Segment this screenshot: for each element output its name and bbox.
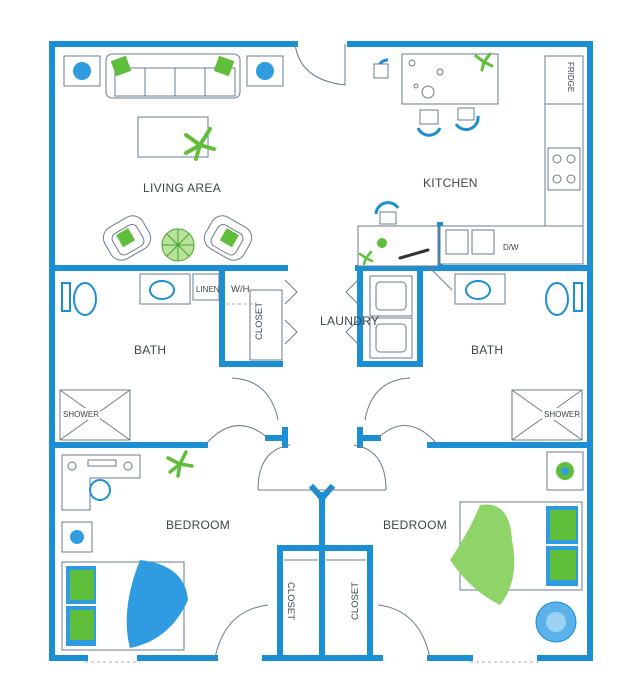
plant-icon — [358, 250, 374, 266]
kitchen-label: KITCHEN — [423, 176, 478, 190]
armchair-left — [102, 215, 152, 261]
laundry-fixtures — [369, 275, 413, 359]
closet-left-label: CLOSET — [285, 582, 296, 620]
ottoman — [161, 228, 195, 262]
shower-right-label: SHOWER — [544, 410, 580, 419]
living-area-label: LIVING AREA — [143, 181, 221, 195]
fridge-label: FRIDGE — [566, 62, 575, 92]
bedroom-right-furniture — [450, 451, 584, 643]
closet-hall-label: CLOSET — [254, 302, 265, 340]
doors — [85, 43, 540, 663]
laundry-label: LAUNDRY — [320, 314, 379, 328]
bedroom-left-furniture — [61, 450, 194, 651]
living-area-furniture — [63, 53, 284, 262]
bedroom-left-label: BEDROOM — [166, 518, 230, 532]
plant-icon — [474, 52, 494, 72]
bath-right-label: BATH — [471, 343, 503, 357]
lamp-icon — [256, 62, 274, 80]
dishwasher-label: D/W — [503, 243, 519, 252]
walls — [49, 41, 593, 661]
water-heater-label: W/H — [231, 284, 250, 295]
pillow-icon — [213, 55, 235, 77]
lamp-icon — [73, 62, 91, 80]
pillow-icon — [110, 55, 132, 77]
closets: CLOSET CLOSET — [284, 559, 366, 620]
bath-left-label: BATH — [134, 343, 166, 357]
bedroom-right-label: BEDROOM — [383, 518, 447, 532]
kitchen-furniture: FRIDGE D/W — [357, 52, 584, 267]
room-labels: LIVING AREA KITCHEN BATH LAUNDRY BATH BE… — [134, 176, 503, 532]
closet-right-label: CLOSET — [350, 582, 361, 620]
plant-icon — [184, 127, 216, 161]
armchair-right — [203, 215, 253, 261]
plant-icon — [166, 450, 194, 478]
bath-left-fixtures: LINEN W/H CLOSET SHOWER — [59, 273, 283, 441]
bath-right-fixtures: SHOWER — [454, 273, 583, 441]
linen-label: LINEN — [196, 285, 220, 294]
shower-left-label: SHOWER — [63, 410, 99, 419]
